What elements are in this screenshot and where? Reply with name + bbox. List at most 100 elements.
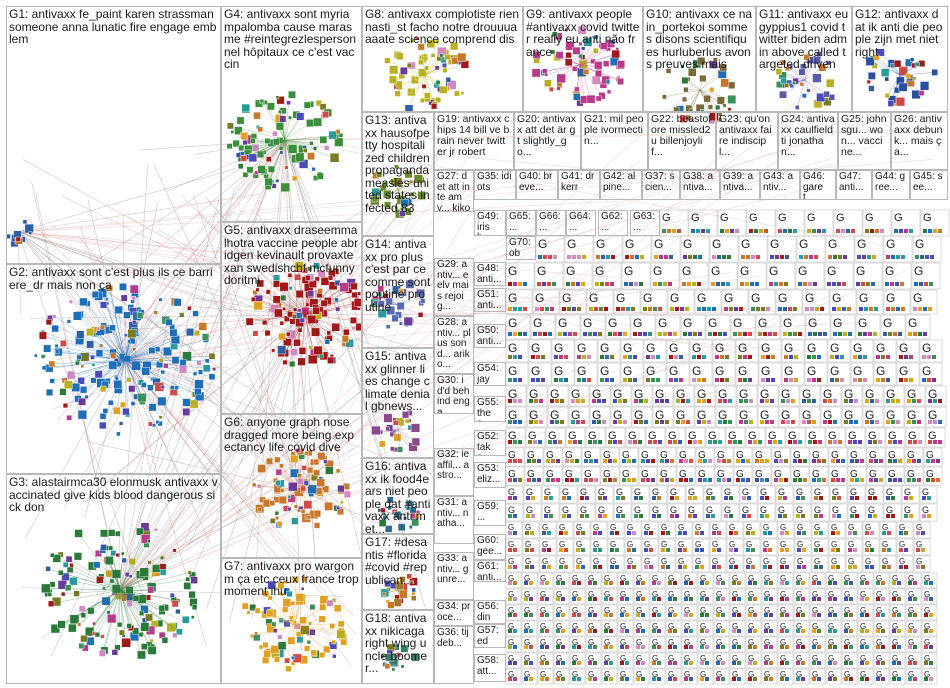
node	[629, 282, 633, 286]
node	[518, 355, 522, 359]
node	[131, 296, 136, 301]
node	[696, 229, 700, 233]
node	[870, 229, 874, 233]
node	[888, 332, 892, 336]
group-cell-label: G	[644, 540, 650, 549]
node	[832, 307, 836, 311]
group-panel-g10: G10: antivaxx ce nain_portekoi sommes di…	[643, 6, 756, 112]
node	[691, 229, 695, 233]
group-cell-label: G	[695, 523, 701, 532]
edge	[119, 394, 392, 591]
group-cell-label: G	[684, 638, 690, 647]
node	[843, 255, 847, 259]
group-cell-label: G	[797, 540, 803, 549]
group-cell-label: G	[524, 622, 530, 631]
group-cell-label: G	[798, 264, 807, 278]
group-cell-label: G	[588, 606, 594, 615]
group-cell-label: G	[562, 505, 569, 515]
group-panel-g18: G18: antivaxx nikicaga right wing uncle …	[362, 610, 434, 684]
node	[114, 376, 119, 381]
group-panel-g27: G27: det att inte amy... kikoll...	[434, 170, 474, 212]
edge	[119, 274, 419, 591]
group-cell-label: G	[724, 505, 731, 515]
group-cell-label: G	[748, 670, 754, 679]
node	[99, 385, 107, 393]
node	[835, 355, 839, 359]
group-cell-label: G	[814, 540, 820, 549]
node	[761, 378, 765, 382]
node	[669, 355, 673, 359]
group-cell-label: G	[860, 590, 866, 599]
node	[707, 420, 711, 424]
node	[730, 229, 734, 233]
group-cell-label: G	[646, 364, 655, 378]
node	[84, 394, 89, 400]
group-panel-g45: G45: see...	[910, 170, 948, 200]
node	[718, 440, 722, 444]
node	[113, 406, 121, 415]
edge	[83, 359, 126, 390]
node	[663, 332, 667, 336]
node	[123, 311, 131, 319]
edge	[17, 231, 419, 350]
group-panel-g51: G51: anti...	[474, 288, 506, 312]
node	[917, 399, 921, 403]
group-cell-label: G	[865, 408, 874, 422]
edge	[124, 351, 168, 361]
node	[858, 378, 862, 382]
edge	[119, 589, 160, 624]
group-cell-label: G	[540, 654, 546, 663]
node	[172, 548, 177, 553]
node	[518, 420, 522, 424]
node	[755, 282, 759, 286]
node	[651, 459, 655, 463]
group-label-g11: G11: antivaxx eugyppius1 covid twitter b…	[759, 7, 849, 71]
group-cell-label: G	[540, 590, 546, 599]
edge	[124, 359, 173, 388]
group-panel-g30: G30: id'd behind enga...	[434, 374, 474, 414]
group-cell-label: G	[924, 622, 930, 631]
group-cell-label: G	[716, 622, 722, 631]
group-cell-label: G	[565, 450, 573, 461]
node	[80, 364, 85, 369]
node	[698, 440, 702, 444]
group-cell-label: G	[928, 387, 937, 401]
node	[508, 355, 512, 359]
group-label-g40: G40: breve...	[519, 171, 553, 193]
group-cell-label: G	[764, 574, 770, 583]
node	[192, 310, 199, 317]
group-cell-label: G	[857, 237, 866, 251]
group-cell-label: G	[627, 540, 633, 549]
edge	[299, 299, 488, 491]
edge	[206, 314, 306, 609]
group-cell-label: G	[712, 237, 721, 251]
node	[748, 355, 752, 359]
node	[600, 282, 604, 286]
node	[537, 459, 541, 463]
group-cell-label: G	[739, 387, 748, 401]
node	[779, 282, 783, 286]
edge	[90, 589, 121, 612]
node	[635, 255, 639, 259]
node	[518, 282, 522, 286]
node	[871, 282, 875, 286]
group-cell-label: G	[540, 574, 546, 583]
group-cell-label: G	[724, 291, 733, 305]
group-cell-label: G	[524, 590, 530, 599]
node	[778, 229, 782, 233]
group-cell-label: G	[850, 505, 857, 515]
node	[602, 399, 606, 403]
edge	[201, 314, 306, 390]
edge	[119, 589, 166, 641]
cluster-g4	[226, 90, 344, 193]
edge	[93, 329, 126, 361]
node	[75, 361, 80, 366]
node	[808, 282, 812, 286]
node	[553, 255, 557, 259]
node	[783, 307, 787, 311]
group-cell-label: G	[758, 316, 767, 330]
group-cell-label: G	[604, 590, 610, 599]
node	[893, 332, 897, 336]
node	[280, 182, 290, 193]
edge	[284, 130, 901, 141]
